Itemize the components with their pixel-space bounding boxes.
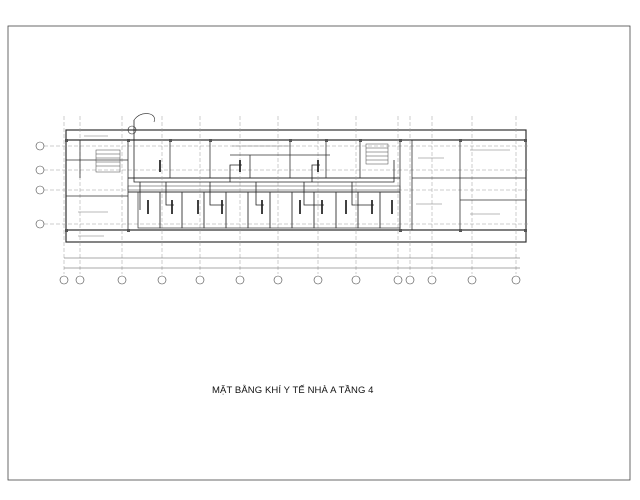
sheet-border: [7, 25, 631, 481]
vertical-grid-lines: [59, 116, 521, 285]
drawing-title: MẶT BẰNG KHÍ Y TẾ NHÀ A TẦNG 4: [212, 385, 374, 396]
grid-bubble: [273, 275, 283, 285]
grid-bubble: [313, 275, 323, 285]
columns: [65, 139, 527, 232]
dimension-line: [64, 257, 520, 269]
lower-rooms: [137, 191, 401, 229]
grid-bubble: [117, 275, 127, 285]
grid-bubble: [157, 275, 167, 285]
grid-bubble: [59, 275, 69, 285]
grid-bubble: [195, 275, 205, 285]
grid-bubble: [35, 141, 45, 151]
horizontal-grid-lines: [44, 145, 530, 225]
partition-walls: [66, 140, 526, 230]
gas-pipe-run: [133, 120, 395, 210]
grid-bubble: [35, 165, 45, 175]
grid-bubble: [35, 185, 45, 195]
grid-bubble: [75, 275, 85, 285]
grid-bubble: [511, 275, 521, 285]
grid-bubble: [235, 275, 245, 285]
room-label-marks: [78, 135, 510, 237]
building-outline: [65, 129, 527, 243]
grid-bubble: [351, 275, 361, 285]
stair: [95, 143, 389, 173]
riser-tag: [127, 113, 155, 135]
gas-outlets: [147, 160, 393, 214]
grid-bubble: [35, 219, 45, 229]
grid-bubble: [393, 275, 403, 285]
horizontal-grid-bubbles: [35, 141, 45, 229]
grid-bubble: [467, 275, 477, 285]
grid-bubble: [405, 275, 415, 285]
grid-bubble: [427, 275, 437, 285]
